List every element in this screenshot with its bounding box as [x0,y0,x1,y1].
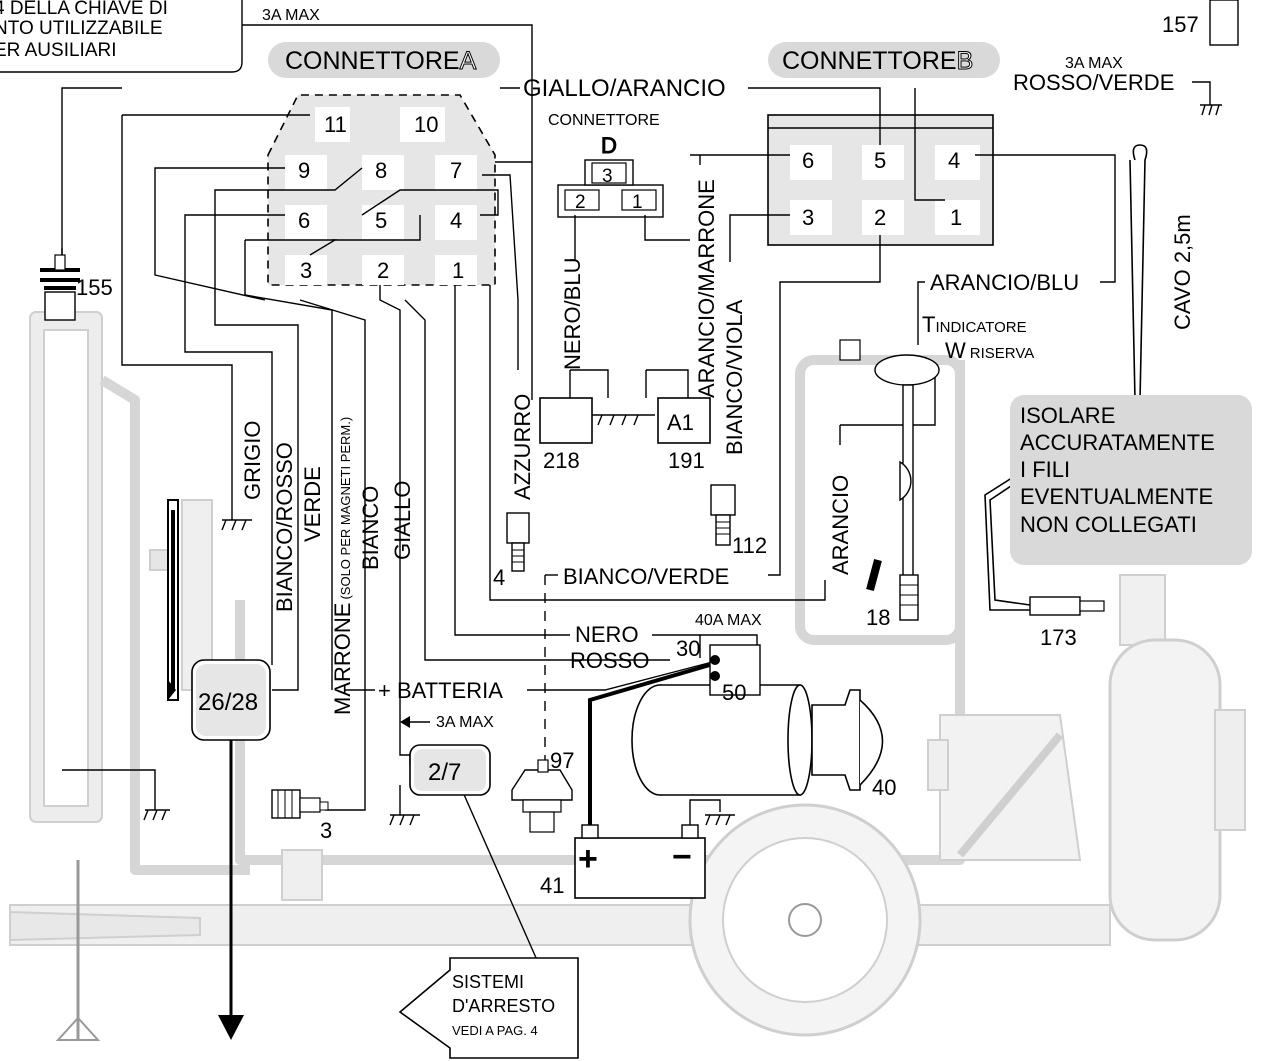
connector-d: 3 2 1 [557,159,664,218]
wire-bianco-verde: BIANCO/VERDE [563,564,729,589]
connettore-d-letter: D [601,133,617,158]
top-note-line2: NTO UTILIZZABILE [0,18,163,39]
component-2-7: 2/7 [428,759,461,786]
note-isolare-4: EVENTUALMENTE [1020,484,1213,509]
max3a-right: 3A MAX [1065,55,1123,72]
wire-bianco-rosso: BIANCO/ROSSO [272,442,297,612]
pin-a-8: 8 [375,158,387,183]
component-40: 40 [872,775,896,800]
battery-minus: − [672,838,692,876]
pin-b-2: 2 [874,205,886,230]
component-218: 218 [543,448,580,473]
pin-a-9: 9 [298,158,310,183]
pin-b-5: 5 [874,148,886,173]
battery-plus: + [578,840,598,878]
component-155: 155 [76,275,113,300]
component-4: 4 [493,565,505,590]
sistemi-line2: D'ARRESTO [452,996,555,1016]
wire-bianco-viola: BIANCO/VIOLA [722,299,747,455]
connettore-b-label: CONNETTOREB [782,47,973,75]
component-173: 173 [1040,625,1077,650]
pin-b-1: 1 [950,205,962,230]
pin-d-1: 1 [632,192,643,213]
max3a-top: 3A MAX [262,7,320,24]
terminal-30: 30 [676,636,700,661]
wire-bianco: BIANCO [358,486,383,570]
component-a1: A1 [667,410,694,435]
component-26-28: 26/28 [198,689,258,716]
cable-length: CAVO 2,5m [1170,214,1195,330]
note-isolare-1: ISOLARE [1020,403,1115,428]
component-97: 97 [550,748,574,773]
connector-a: 11 10 9 8 7 6 5 4 3 2 1 [267,94,496,286]
wire-nero: NERO [575,622,639,647]
pin-a-6: 6 [298,208,310,233]
component-191: 191 [668,448,705,473]
pin-a-4: 4 [450,208,462,233]
pin-a-11: 11 [324,112,347,137]
component-3: 3 [320,818,332,843]
connettore-d-label: CONNETTORE [548,112,660,129]
pin-b-3: 3 [802,205,814,230]
component-112: 112 [732,533,767,558]
wire-batteria: + BATTERIA [378,678,503,703]
max40a: 40A MAX [695,612,762,629]
wire-arancio-blu: ARANCIO/BLU [930,270,1079,295]
pin-b-4: 4 [948,148,960,173]
connettore-a-label: CONNETTOREA [285,47,477,75]
pin-d-3: 3 [602,166,613,187]
wire-grigio: GRIGIO [240,421,265,500]
top-note-line3: ER AUSILIARI [0,40,117,61]
pin-b-6: 6 [802,148,814,173]
sistemi-line1: SISTEMI [452,972,524,992]
max3a-bottom: 3A MAX [436,714,494,731]
component-157: 157 [1162,12,1199,37]
components: 157 155 218 A1 191 4 112 18 [40,0,1239,899]
wires [0,0,1222,1040]
note-isolare-2: ACCURATAMENTE [1020,430,1215,455]
engine-outline [9,311,1246,1041]
wire-marrone: MARRONE(SOLO PER MAGNETI PERM.) [330,417,355,715]
wire-arancio-marrone: ARANCIO/MARRONE [694,179,719,398]
pin-a-5: 5 [375,208,387,233]
pin-a-2: 2 [377,258,389,283]
pin-a-1: 1 [452,258,464,283]
wire-giallo-arancio: GIALLO/ARANCIO [523,75,726,102]
pin-a-10: 10 [414,112,438,137]
component-41: 41 [540,873,564,898]
wire-rosso-verde: ROSSO/VERDE [1013,70,1174,95]
sistemi-line3: VEDI A PAG. 4 [452,1023,538,1038]
terminal-50: 50 [722,680,746,705]
wire-giallo: GIALLO [390,481,415,560]
wire-verde: VERDE [300,466,325,542]
top-note-line1: 4 DELLA CHIAVE DI [0,0,168,19]
wire-rosso: ROSSO [570,648,649,673]
wire-nero-blu: NERO/BLU [560,258,585,370]
indicator-t: TINDICATORE [922,312,1027,337]
component-18: 18 [866,605,890,630]
note-isolare-3: I FILI [1020,457,1070,482]
wire-arancio: ARANCIO [828,475,853,575]
pin-a-3: 3 [300,258,312,283]
pin-d-2: 2 [575,192,586,213]
pin-a-7: 7 [450,158,462,183]
wire-azzurro: AZZURRO [510,394,535,500]
note-isolare-5: NON COLLEGATI [1020,512,1197,537]
